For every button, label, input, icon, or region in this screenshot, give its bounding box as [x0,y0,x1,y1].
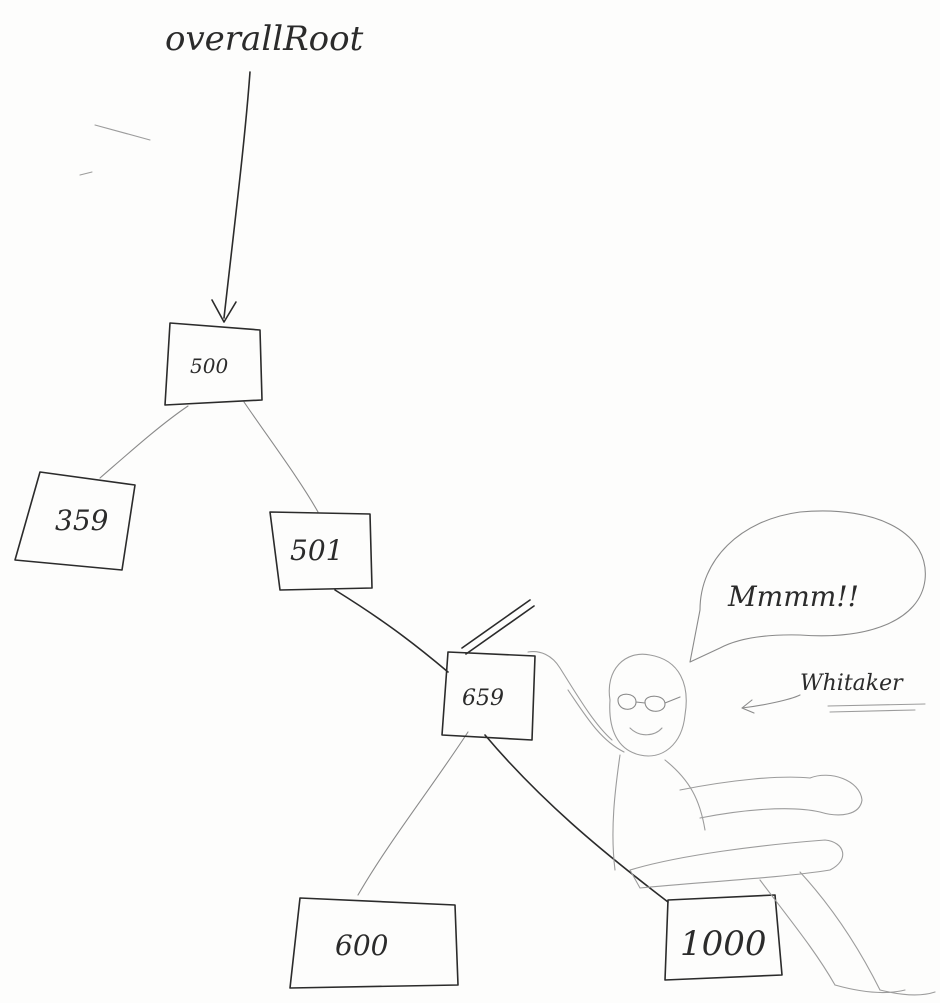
arrowhead-icon [211,299,237,323]
tree-node: 600 [289,897,459,989]
figure-feet [834,984,936,996]
speech-bubble: Mmmm!! [689,510,926,663]
node-box [441,651,536,741]
figure-head [608,653,687,757]
character-name-label: Whitaker [741,671,926,714]
node-box [164,322,263,406]
tree-node: 500 [164,322,263,406]
character-name-text: Whitaker [800,671,904,696]
figure-arm-raised [527,651,625,753]
node-box [289,897,459,989]
edge-659-600 [357,731,469,896]
node-box [14,471,136,571]
figure-sketch [527,651,936,996]
figure-legs [759,871,881,991]
figure-lap [629,839,844,889]
node-value: 359 [55,504,108,537]
node-box [269,511,373,591]
tree-node: 501 [269,511,373,591]
tree-node: 1000 [664,894,783,981]
edge-501-659 [334,589,449,673]
overall-root-label: overallRoot [165,19,364,59]
node-value: 659 [462,686,504,711]
edge-500-501 [243,401,319,513]
node-box [664,894,783,981]
node-value: 600 [335,929,388,962]
name-pointer-arrow [741,694,801,709]
node-value: 500 [190,354,228,378]
stray-mark [94,124,151,141]
stray-mark [79,171,93,176]
glasses-icon [617,693,681,712]
arrowhead-icon [741,699,755,714]
tree-node: 659 [441,651,536,741]
edge-500-359 [99,405,189,479]
node-value: 1000 [680,924,767,964]
figure-torso [612,754,706,871]
root-pointer-arrow [223,71,251,319]
speech-bubble-text: Mmmm!! [727,580,859,613]
wand-sketch [461,599,535,655]
figure-arm-fist [679,774,863,819]
underline-mark [827,703,926,713]
tree-node: 359 [14,471,136,571]
figure-smile [629,727,663,736]
edge-659-1000 [484,734,669,903]
speech-bubble-outline [689,510,926,663]
node-value: 501 [290,534,343,567]
